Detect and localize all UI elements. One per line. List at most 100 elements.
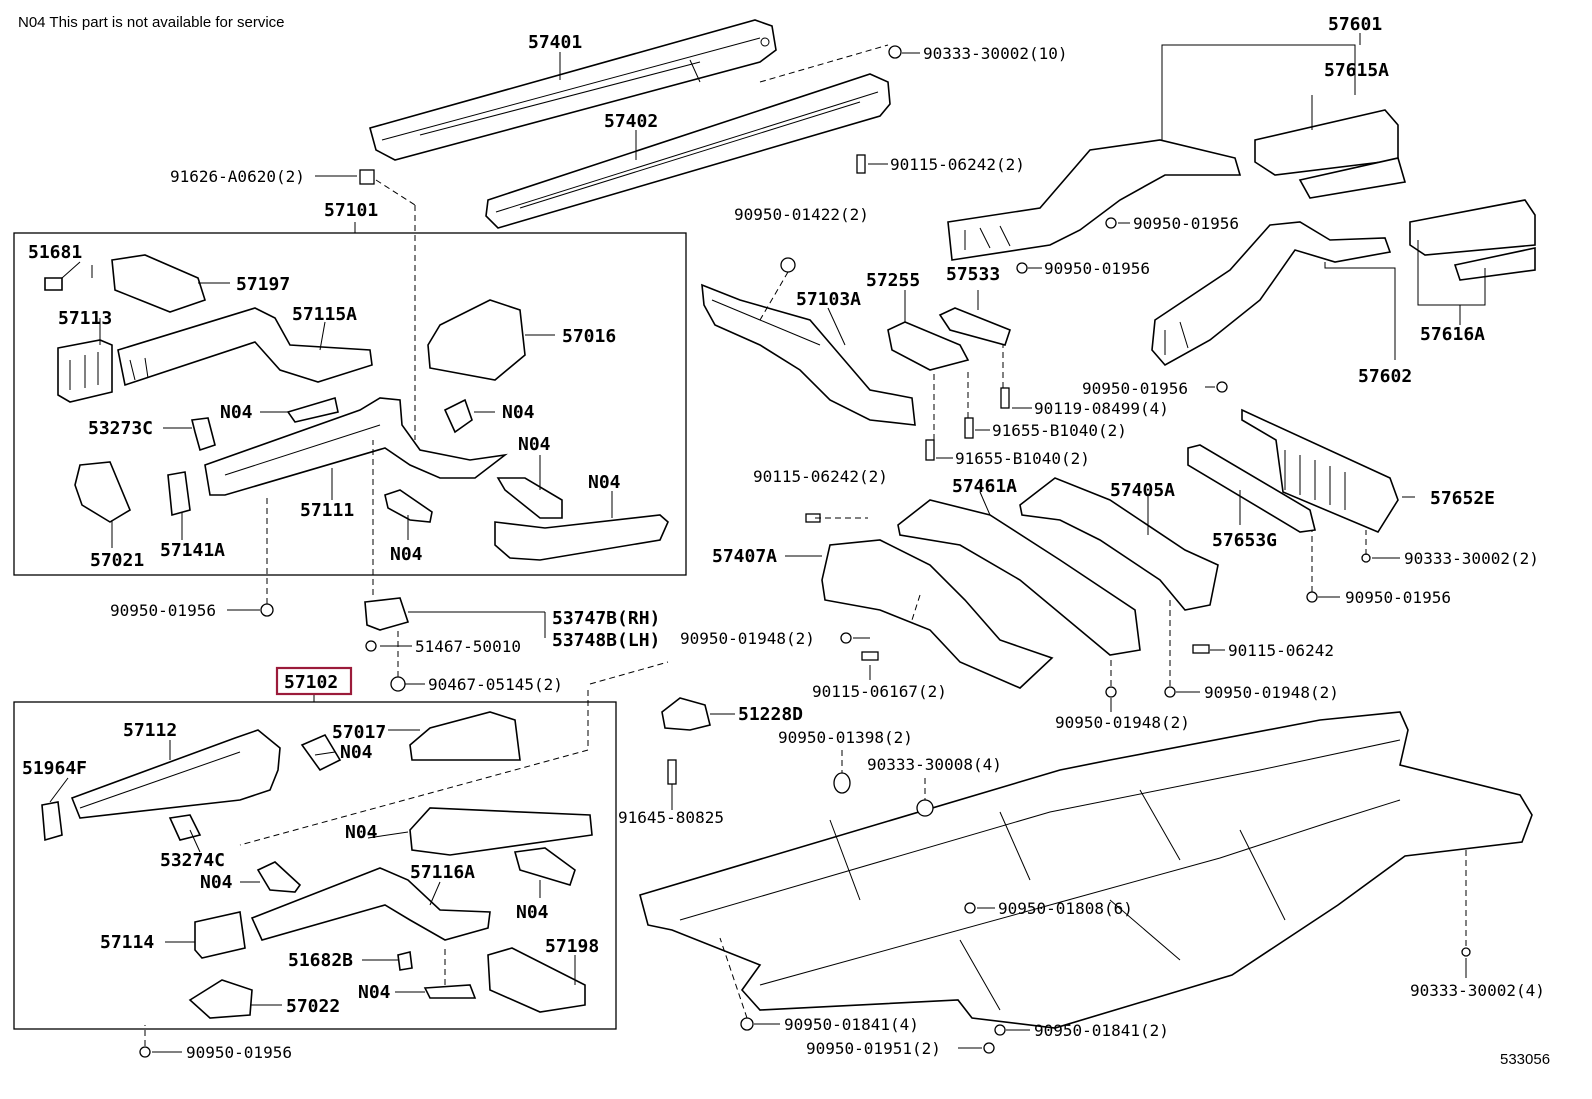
callout-57141A[interactable]: 57141A: [160, 540, 225, 561]
n04-part-d[interactable]: [494, 514, 669, 561]
callout-57461A[interactable]: 57461A: [952, 476, 1017, 497]
callout-57602[interactable]: 57602: [1358, 366, 1412, 387]
bracket-51681[interactable]: [44, 277, 63, 291]
callout-57114[interactable]: 57114: [100, 932, 154, 953]
callout-53748B[interactable]: 53748B(LH): [552, 630, 660, 651]
bracket-53273C[interactable]: [191, 417, 216, 452]
callout-57197[interactable]: 57197: [236, 274, 290, 295]
fastener-label[interactable]: 90119-08499(4): [1034, 399, 1169, 418]
member-57116A[interactable]: [250, 867, 491, 941]
callout-57615A[interactable]: 57615A: [1324, 60, 1389, 81]
callout-57021[interactable]: 57021: [90, 550, 144, 571]
member-57115A[interactable]: [117, 307, 373, 387]
crossmember-57652E[interactable]: [1241, 408, 1399, 534]
callout-51964F[interactable]: 51964F: [22, 758, 87, 779]
fastener-label[interactable]: 90950-01956: [1082, 379, 1188, 398]
fastener-label[interactable]: 90950-01808(6): [998, 899, 1133, 918]
bracket-51682B[interactable]: [397, 951, 413, 971]
bracket-57533[interactable]: [938, 307, 1011, 346]
fastener-label[interactable]: 90115-06242(2): [753, 467, 888, 486]
callout-57255[interactable]: 57255: [866, 270, 920, 291]
bracket-57114[interactable]: [194, 911, 246, 959]
callout-57112[interactable]: 57112: [123, 720, 177, 741]
bracket-51964F[interactable]: [41, 801, 63, 842]
reinforcement-57021[interactable]: [74, 461, 132, 523]
n04-part-f[interactable]: [300, 733, 342, 772]
fastener-label[interactable]: 90950-01841(2): [1034, 1021, 1169, 1040]
fastener-label[interactable]: 51467-50010: [415, 637, 521, 656]
callout-57652E[interactable]: 57652E: [1430, 488, 1495, 509]
n04-part-e[interactable]: [384, 489, 433, 523]
callout-57017[interactable]: 57017: [332, 722, 386, 743]
member-57112[interactable]: [70, 729, 281, 819]
n04-part-j[interactable]: [423, 984, 477, 999]
fastener-label[interactable]: 90950-01948(2): [1204, 683, 1339, 702]
callout-57616A[interactable]: 57616A: [1420, 324, 1485, 345]
n04-part-g[interactable]: [409, 807, 593, 856]
bracket-57017[interactable]: [409, 711, 521, 761]
callout-57022[interactable]: 57022: [286, 996, 340, 1017]
bracket-57113[interactable]: [57, 339, 113, 403]
rocker-panel-57401[interactable]: [369, 19, 777, 161]
reinforcement-57197[interactable]: [111, 254, 206, 313]
fastener-label[interactable]: 90950-01956: [1345, 588, 1451, 607]
rocker-panel-57402[interactable]: [485, 73, 891, 229]
bracket-53747B[interactable]: [364, 597, 410, 631]
callout-57116A[interactable]: 57116A: [410, 862, 475, 883]
fastener-label[interactable]: 90333-30008(4): [867, 755, 1002, 774]
callout-57407A[interactable]: 57407A: [712, 546, 777, 567]
fastener-label[interactable]: 90950-01398(2): [778, 728, 913, 747]
fastener-label[interactable]: 90333-30002(10): [923, 44, 1068, 63]
rear-side-member-57602[interactable]: [1151, 221, 1392, 367]
fastener-label[interactable]: 90333-30002(2): [1404, 549, 1539, 568]
callout-57111[interactable]: 57111: [300, 500, 354, 521]
fastener-label[interactable]: 90950-01948(2): [680, 629, 815, 648]
extension-57616A[interactable]: [1409, 199, 1536, 281]
crossmember-57405A[interactable]: [1019, 477, 1219, 611]
n04-part-b[interactable]: [443, 398, 473, 434]
fastener-label[interactable]: 91655-B1040(2): [955, 449, 1090, 468]
callout-57113[interactable]: 57113: [58, 308, 112, 329]
callout-57102[interactable]: 57102: [284, 672, 338, 693]
main-member-57111[interactable]: [204, 397, 508, 496]
callout-57405A[interactable]: 57405A: [1110, 480, 1175, 501]
callout-51681[interactable]: 51681: [28, 242, 82, 263]
fastener-label[interactable]: 90950-01956: [110, 601, 216, 620]
fastener-label[interactable]: 91655-B1040(2): [992, 421, 1127, 440]
fastener-label[interactable]: 91645-80825: [618, 808, 724, 827]
fastener-label[interactable]: 90950-01956: [1133, 214, 1239, 233]
callout-53274C[interactable]: 53274C: [160, 850, 225, 871]
callout-57601[interactable]: 57601: [1328, 14, 1382, 35]
callout-53747B[interactable]: 53747B(RH): [552, 608, 660, 629]
callout-57115A[interactable]: 57115A: [292, 304, 357, 325]
reinforcement-57198[interactable]: [487, 947, 586, 1013]
callout-53273C[interactable]: 53273C: [88, 418, 153, 439]
callout-51682B[interactable]: 51682B: [288, 950, 353, 971]
bracket-53274C[interactable]: [168, 814, 202, 841]
callout-57198[interactable]: 57198: [545, 936, 599, 957]
callout-57402[interactable]: 57402: [604, 111, 658, 132]
fastener-label[interactable]: 90333-30002(4): [1410, 981, 1545, 1000]
fastener-label[interactable]: 90115-06242: [1228, 641, 1334, 660]
fastener-label[interactable]: 90950-01956: [186, 1043, 292, 1062]
extension-57615A[interactable]: [1254, 109, 1407, 199]
fastener-label[interactable]: 91626-A0620(2): [170, 167, 305, 186]
fastener-label[interactable]: 90950-01951(2): [806, 1039, 941, 1058]
crossmember-57653G[interactable]: [1187, 444, 1316, 533]
fastener-label[interactable]: 90950-01841(4): [784, 1015, 919, 1034]
fastener-label[interactable]: 90115-06242(2): [890, 155, 1025, 174]
callout-57103A[interactable]: 57103A: [796, 289, 861, 310]
bracket-57141A[interactable]: [167, 471, 191, 517]
n04-part-c[interactable]: [496, 477, 563, 519]
mount-51228D[interactable]: [661, 697, 711, 731]
fastener-label[interactable]: 90950-01422(2): [734, 205, 869, 224]
callout-57533[interactable]: 57533: [946, 264, 1000, 285]
rear-side-member-57601[interactable]: [947, 139, 1242, 261]
fastener-label[interactable]: 90467-05145(2): [428, 675, 563, 694]
callout-57401[interactable]: 57401: [528, 32, 582, 53]
bracket-57016[interactable]: [427, 299, 526, 381]
fastener-label[interactable]: 90115-06167(2): [812, 682, 947, 701]
callout-57016[interactable]: 57016: [562, 326, 616, 347]
n04-part-h[interactable]: [256, 861, 302, 893]
callout-51228D[interactable]: 51228D: [738, 704, 803, 725]
